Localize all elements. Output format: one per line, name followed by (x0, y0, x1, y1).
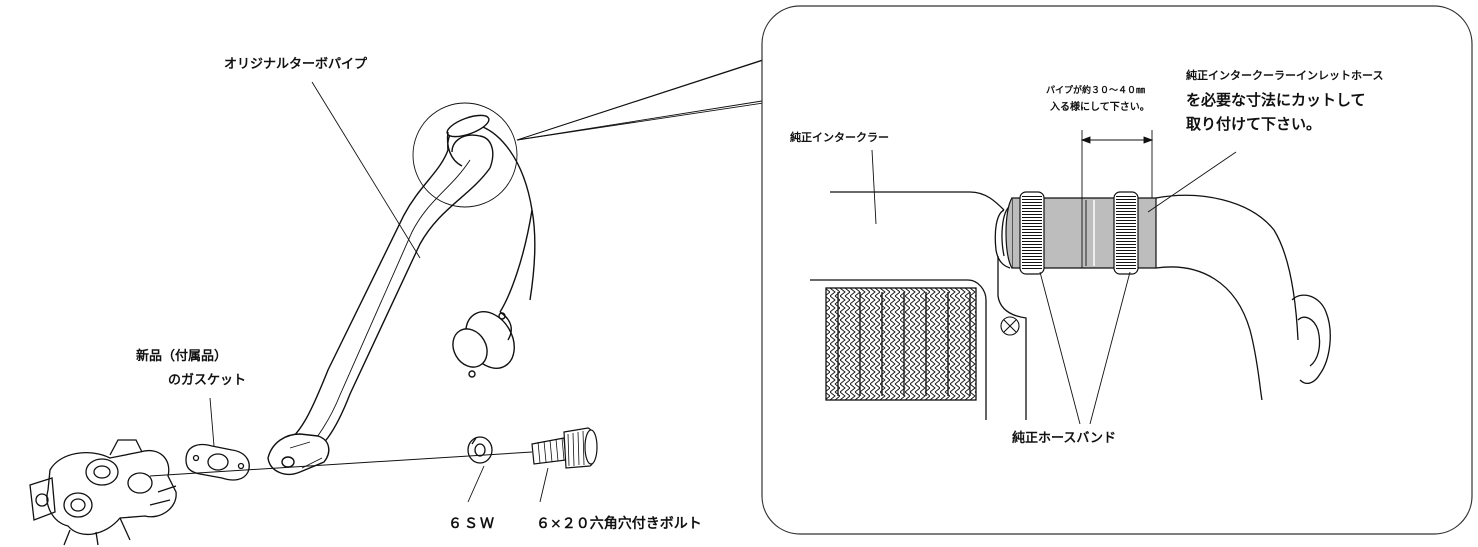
spring-washer (467, 436, 493, 464)
label-gasket-line2: のガスケット (168, 373, 247, 388)
label-insert-depth-line2: 入る様にして下さい。 (1050, 102, 1150, 113)
hex-socket-bolt (531, 427, 598, 469)
leader-lines-left (209, 81, 549, 503)
screw-cross-icon (1000, 316, 1020, 336)
hose-band-left (1019, 191, 1045, 275)
label-hex-bolt: ６×２０六角穴付きボルト (536, 516, 702, 532)
detail-circle (412, 102, 518, 208)
turbo-pipe-bend (1155, 194, 1331, 401)
label-intercooler: 純正インタークラー (790, 131, 889, 144)
label-original-turbo-pipe: オリジナルターボパイプ (224, 57, 368, 72)
turbocharger (29, 439, 177, 546)
label-hose-band: 純正ホースバンド (1012, 431, 1117, 446)
label-hose-instruction-line1: 純正インタークーラーインレットホース (1186, 69, 1384, 82)
label-insert-depth-line1: パイプが約３０～４０㎜ (1046, 86, 1146, 96)
label-hose-instruction-line3: 取り付けて下さい。 (1186, 115, 1322, 133)
leader-lines-right (871, 149, 1237, 425)
label-hose-instruction-line2: を必要な寸法にカットして (1186, 91, 1366, 109)
intercooler (810, 191, 1027, 420)
assembly-centerline (149, 451, 533, 477)
insertion-dimension (1080, 130, 1154, 268)
turbo-pipe (267, 114, 536, 476)
hose-band-right (1113, 191, 1139, 275)
gasket (185, 443, 250, 481)
label-spring-washer: ６ＳＷ (448, 516, 496, 532)
label-gasket-line1: 新品（付属品） (136, 349, 228, 364)
